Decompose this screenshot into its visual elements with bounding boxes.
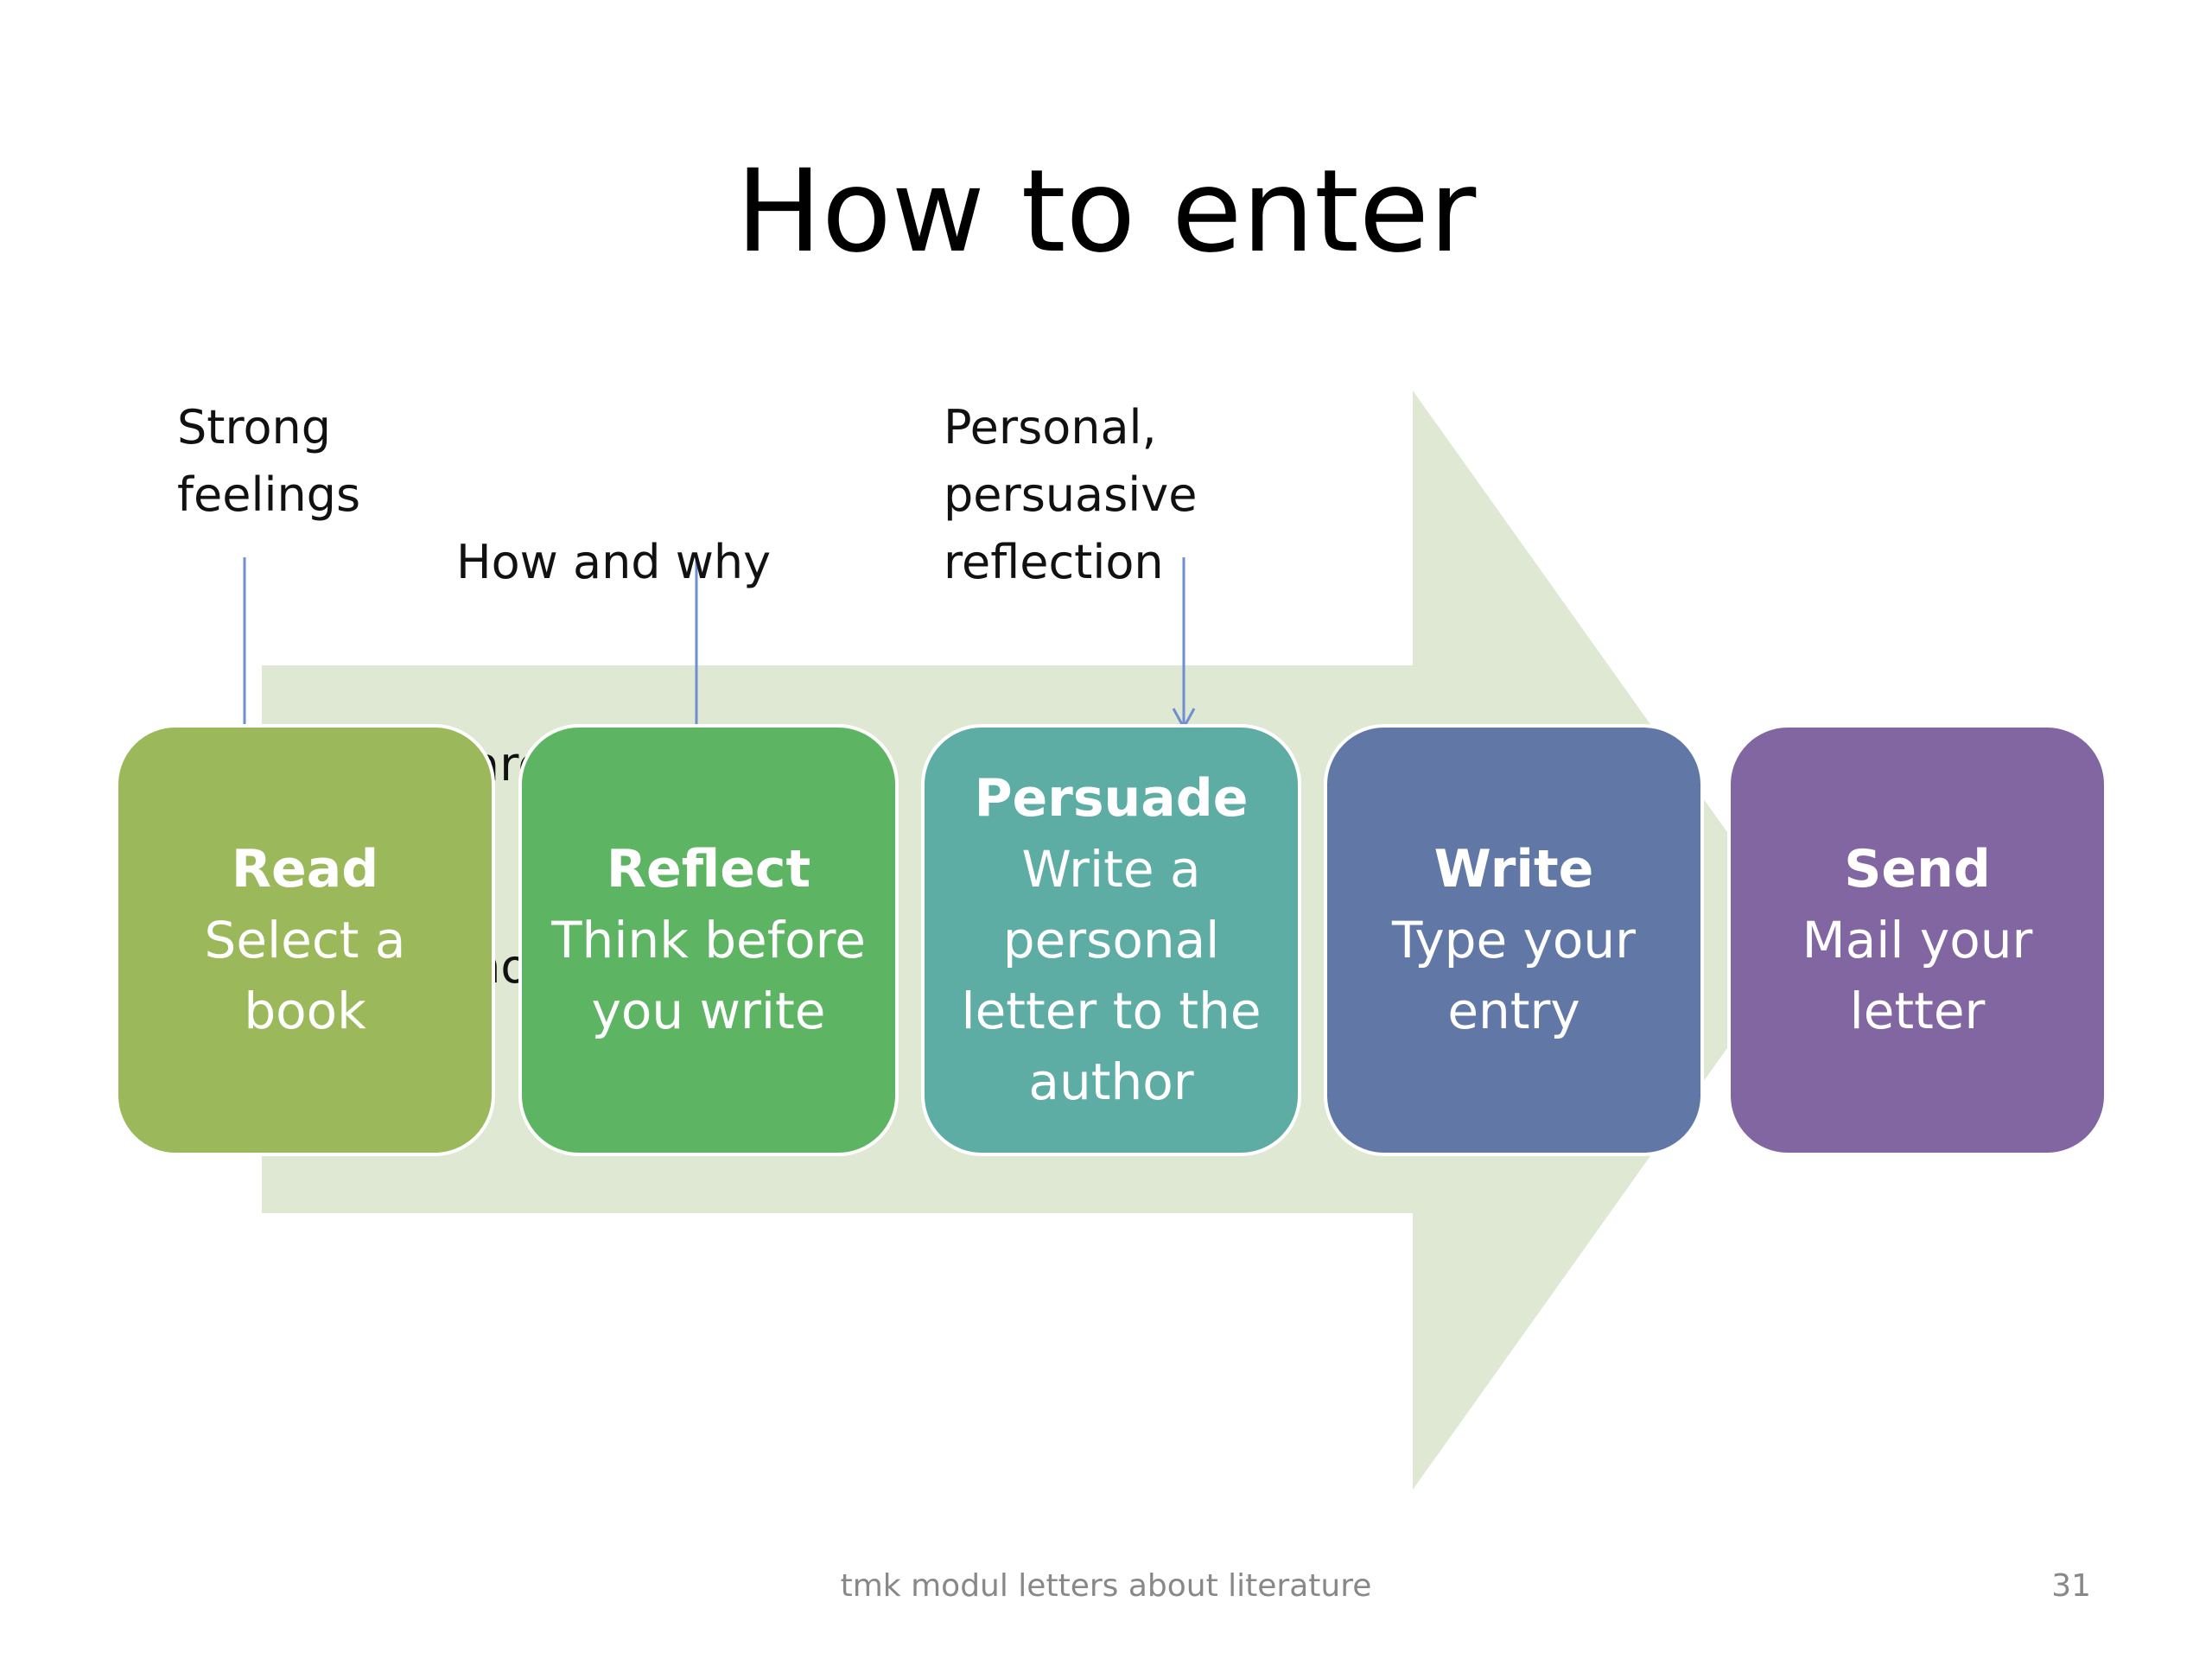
step-description: Select a book	[204, 911, 406, 1040]
step-title: Read	[231, 839, 379, 899]
annotation-personal-reflection: Personal, persuasive reflection	[944, 394, 1197, 596]
page-number: 31	[2051, 1568, 2091, 1604]
step-reflect: Reflect Think before you write	[518, 724, 899, 1156]
annotation-line: persuasive	[944, 467, 1198, 522]
annotation-line: reflection	[944, 535, 1164, 589]
step-write: Write Type your entry	[1324, 724, 1704, 1156]
step-description: Write a personal letter to the author	[961, 840, 1262, 1111]
slide-footer: tmk modul letters about literature	[840, 1568, 1372, 1604]
slide-title: How to enter	[735, 145, 1477, 278]
annotation-line: feelings	[177, 467, 361, 522]
step-title: Write	[1433, 839, 1594, 899]
step-persuade: Persuade Write a personal letter to the …	[921, 724, 1301, 1156]
annotation-line: How and why	[456, 535, 772, 589]
step-read: Read Select a book	[115, 724, 495, 1156]
step-description: Think before you write	[551, 911, 866, 1040]
annotation-line: Strong	[177, 400, 332, 454]
annotation-strong-feelings: Strong feelings	[177, 394, 360, 529]
step-send: Send Mail your letter	[1727, 724, 2107, 1156]
step-description: Type your entry	[1391, 911, 1637, 1040]
step-title: Send	[1844, 839, 1991, 899]
step-description: Mail your letter	[1802, 911, 2033, 1040]
annotation-line: Personal,	[944, 400, 1157, 454]
step-title: Reflect	[606, 839, 811, 899]
step-title: Persuade	[974, 768, 1249, 829]
